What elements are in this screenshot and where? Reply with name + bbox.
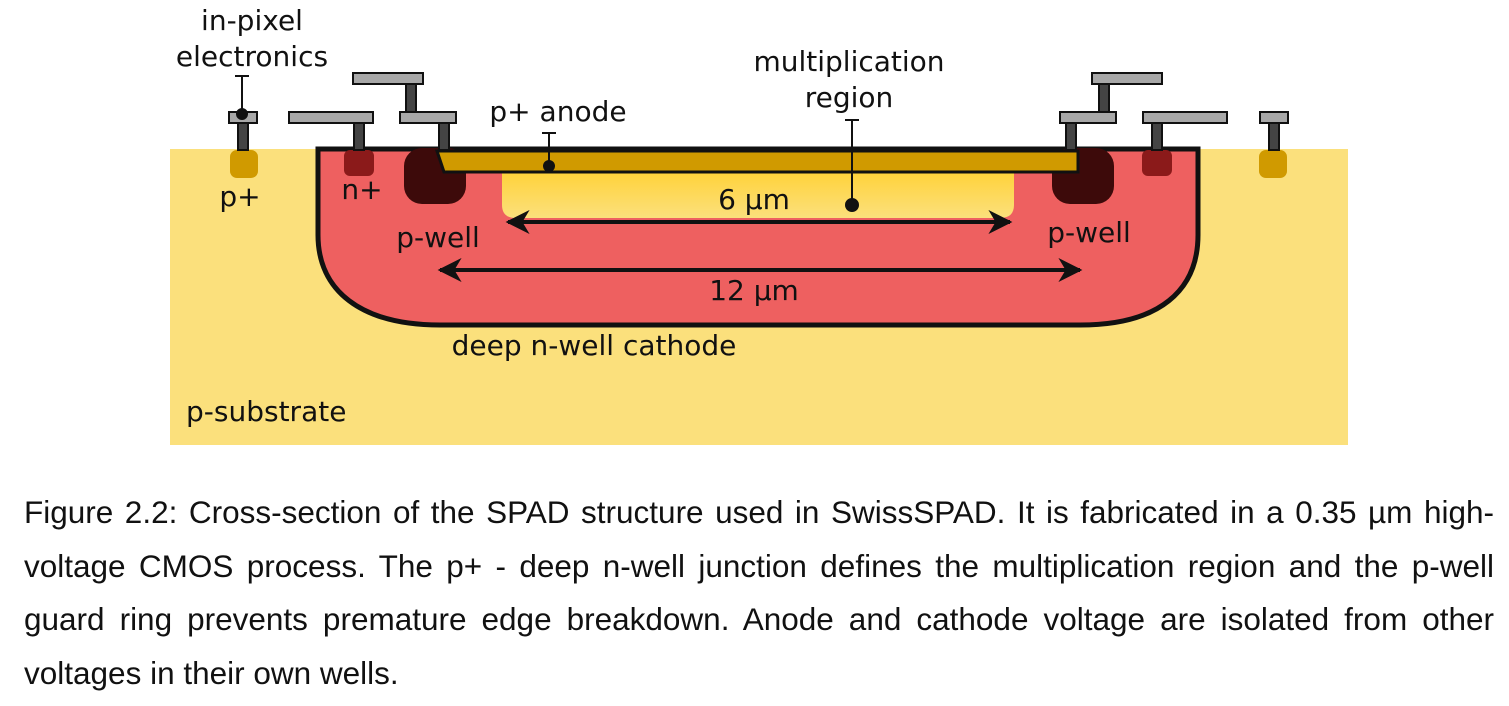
- metal-contacts: [228, 72, 1289, 151]
- pointer-p-plus-anode: [542, 132, 556, 172]
- label-p-plus-anode: p+ anode: [489, 95, 626, 128]
- spad-cross-section-diagram: in-pixel electronics p+ n+ p+ anode mult…: [170, 4, 1348, 445]
- label-multiplication-2: region: [805, 81, 894, 114]
- multiplication-region: [502, 172, 1014, 218]
- label-p-well-right: p-well: [1047, 216, 1131, 249]
- label-deep-n-well: deep n-well cathode: [452, 329, 737, 362]
- label-in-pixel-1: in-pixel: [201, 4, 303, 37]
- p-plus-pocket-left: [230, 150, 258, 178]
- label-width-6um: 6 µm: [718, 183, 790, 216]
- label-n-plus: n+: [341, 173, 382, 206]
- p-plus-pocket-right: [1259, 150, 1287, 178]
- label-p-well-left: p-well: [396, 221, 480, 254]
- n-plus-right: [1142, 150, 1172, 176]
- pointer-multiplication-region: [845, 119, 859, 212]
- label-p-plus: p+: [219, 180, 260, 213]
- pointer-in-pixel: [235, 75, 249, 120]
- label-multiplication-1: multiplication: [753, 45, 944, 78]
- label-in-pixel-2: electronics: [176, 40, 328, 73]
- label-p-substrate: p-substrate: [186, 395, 346, 428]
- p-plus-anode-layer: [434, 149, 1080, 174]
- figure-caption: Figure 2.2: Cross-section of the SPAD st…: [24, 494, 1494, 691]
- label-width-12um: 12 µm: [709, 274, 799, 307]
- n-plus-left: [344, 150, 374, 176]
